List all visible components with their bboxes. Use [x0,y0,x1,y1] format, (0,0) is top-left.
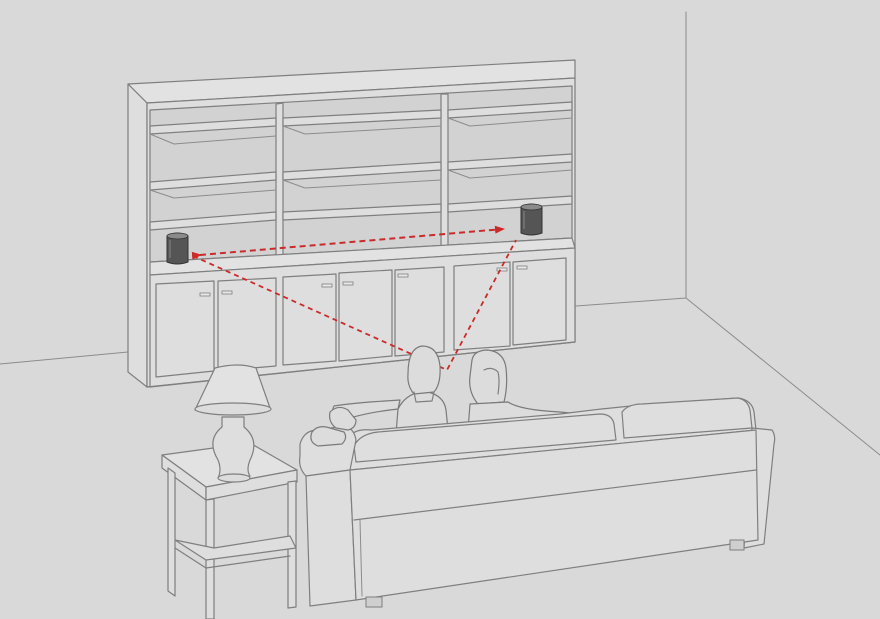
speaker-icon [167,233,188,264]
bookshelf [128,60,575,387]
speaker-left [167,233,188,264]
sofa [300,398,775,607]
speaker-right [521,204,542,235]
speaker-icon [521,204,542,235]
